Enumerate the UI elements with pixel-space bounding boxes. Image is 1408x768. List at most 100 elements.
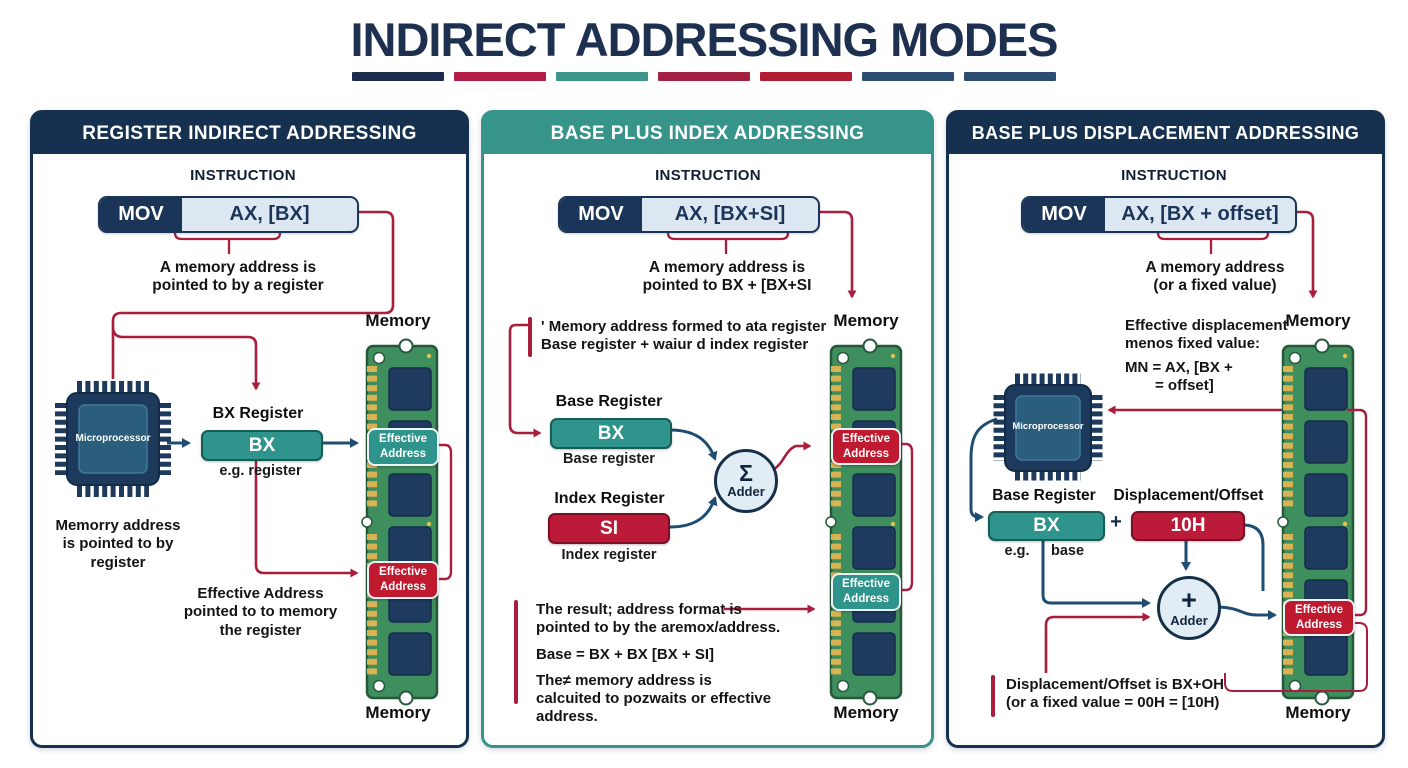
memory-stick-icon	[825, 338, 903, 706]
caption-line: pointed to by a register	[152, 277, 324, 295]
formation-note: ' Memory address formed to ata register …	[541, 318, 841, 355]
title-underline-segment	[556, 72, 648, 81]
title-underline-segment	[454, 72, 546, 81]
instruction-box: MOV AX, [BX + offset]	[1021, 196, 1297, 233]
note-line: (or a fixed value = 00H = [10H)	[1006, 694, 1220, 712]
badge-line: Address	[842, 447, 890, 460]
memory-top-label: Memory	[1285, 311, 1351, 330]
panel-register-indirect: REGISTER INDIRECT ADDRESSING	[30, 110, 469, 748]
instruction-caption: A memory address (or a fixed value)	[1065, 259, 1365, 296]
note-line: address.	[536, 708, 598, 726]
badge-line: Effective	[1295, 603, 1343, 616]
badge-line: Address	[379, 581, 427, 593]
base-register-caption: Base register	[563, 451, 655, 467]
memory-bottom-label: Memory	[1285, 703, 1351, 722]
note-quote-bar	[528, 317, 532, 357]
effective-address-badge-red: Effective Address	[367, 561, 439, 599]
title-underline	[352, 72, 1056, 81]
base-register-box: BX	[550, 418, 672, 449]
index-register-box: SI	[548, 513, 670, 544]
instruction-label: INSTRUCTION	[655, 167, 761, 184]
note-line: calcuited to pozwaits or effective	[536, 690, 772, 708]
adder-label: Adder	[727, 484, 765, 500]
memory-bottom-label: Memory	[833, 703, 899, 722]
memory-bottom-label: Memory	[365, 703, 431, 722]
instruction-label: INSTRUCTION	[190, 167, 296, 184]
note-line: pointed to to memory	[183, 603, 338, 621]
effective-address-bracket	[898, 442, 914, 592]
memory-top-label: Memory	[833, 311, 899, 330]
result-note: The result; address format is pointed to…	[536, 601, 801, 727]
badge-line: Effective	[379, 433, 427, 446]
index-register-caption: Index register	[561, 547, 657, 563]
note-line: ' Memory address formed to ata register	[541, 318, 827, 335]
badge-line: Address	[842, 593, 890, 605]
caption-line: pointed to BX + [BX+SI	[642, 277, 812, 295]
microprocessor-label: Microprocessor	[1012, 421, 1084, 432]
panel1-header: REGISTER INDIRECT ADDRESSING	[33, 113, 466, 154]
adder-symbol: +	[1181, 585, 1197, 616]
instruction-box: MOV AX, [BX]	[98, 196, 359, 233]
chip-note: Memorry address is pointed to by registe…	[43, 517, 193, 572]
effective-address-badge-red: Effective Address	[1283, 599, 1355, 636]
effective-address-badge-teal: Effective Address	[831, 573, 901, 611]
effective-address-bracket	[1347, 408, 1368, 617]
title-underline-segment	[862, 72, 954, 81]
title-underline-segment	[658, 72, 750, 81]
adder-symbol: Σ	[739, 460, 753, 487]
memory-stick-icon	[361, 338, 439, 706]
note-line: The≠ memory address is	[536, 671, 712, 689]
panel-base-plus-index: BASE PLUS INDEX ADDRESSING	[481, 110, 934, 748]
note-line: is pointed to by	[62, 535, 174, 553]
note-line: the register	[219, 621, 302, 639]
offset-note-to-adder-arrow	[1044, 612, 1151, 673]
plus-sign: +	[1110, 511, 1122, 533]
badge-line: Address	[379, 448, 427, 460]
adder-icon: + Adder	[1157, 576, 1221, 640]
eg-base-label: base	[1051, 543, 1085, 559]
adder-to-memory-arrow	[1214, 605, 1277, 620]
title-underline-segment	[352, 72, 444, 81]
effective-address-badge-red: Effective Address	[831, 428, 901, 465]
caption-line: (or a fixed value)	[1153, 277, 1277, 295]
mnemonic: MOV	[100, 198, 182, 231]
note-line: MN = AX, [BX +	[1125, 358, 1233, 376]
microprocessor-label: Microprocessor	[75, 433, 151, 444]
note-line: Effective displacement	[1125, 317, 1288, 334]
memory-top-label: Memory	[365, 311, 431, 330]
result-quote-bar	[514, 600, 518, 704]
badge-line: Effective	[842, 578, 890, 591]
adder-to-memory-arrow	[772, 441, 812, 472]
effective-address-badge-teal: Effective Address	[367, 428, 439, 466]
displacement-box: 10H	[1131, 511, 1245, 541]
title-underline-segment	[964, 72, 1056, 81]
operands: AX, [BX+SI]	[674, 203, 786, 225]
badge-line: Effective	[379, 566, 427, 579]
panel3-header: BASE PLUS DISPLACEMENT ADDRESSING	[949, 113, 1382, 154]
effective-address-bracket	[439, 443, 453, 581]
formula-line: Base = BX + BX [BX + SI]	[536, 645, 714, 663]
note-line: pointed to by the aremox/address.	[536, 619, 781, 637]
base-register-label: Base Register	[555, 393, 663, 410]
panel2-header: BASE PLUS INDEX ADDRESSING	[484, 113, 931, 154]
note-line: = offset]	[1155, 376, 1214, 394]
badge-line: Address	[1295, 618, 1343, 631]
adder-icon: Σ Adder	[714, 449, 778, 513]
badge-line: Effective	[842, 432, 890, 445]
note-line: register	[90, 553, 146, 571]
effective-address-note: Effective Address pointed to to memory t…	[148, 585, 373, 640]
page-title: INDIRECT ADDRESSING MODES	[350, 13, 1058, 66]
base-register-label: Base Register	[992, 487, 1096, 504]
adder-label: Adder	[1170, 613, 1208, 629]
bottom-note: Displacement/Offset is BX+OH (or a fixed…	[1006, 676, 1296, 713]
bx-register-box: BX	[201, 430, 323, 461]
panel-base-plus-displacement: BASE PLUS DISPLACEMENT ADDRESSING	[946, 110, 1385, 748]
caption-line: A memory address is	[159, 259, 317, 276]
instruction-to-register-arrow	[111, 326, 261, 391]
note-line: Displacement/Offset is BX+OH	[1006, 676, 1224, 693]
bx-register-caption: e.g. register	[219, 463, 302, 479]
index-register-label: Index Register	[554, 490, 665, 507]
caption-line: A memory address	[1145, 259, 1285, 276]
mnemonic: MOV	[560, 198, 642, 231]
